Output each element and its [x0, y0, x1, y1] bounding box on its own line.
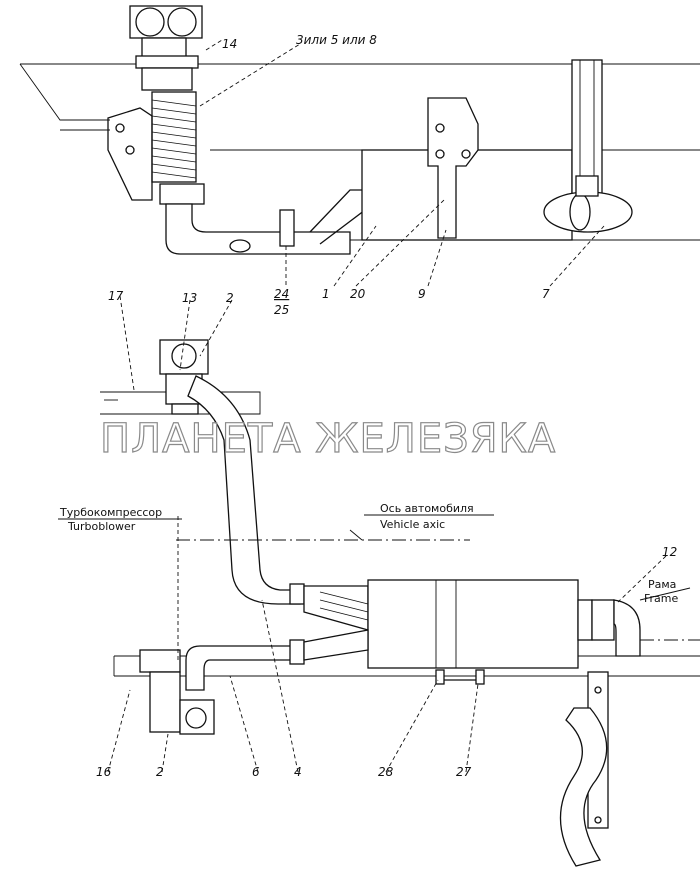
label-2-top: 2: [226, 291, 234, 305]
frame-label-en: Frame: [644, 592, 679, 605]
label-24: 24: [274, 287, 289, 301]
frame-label-ru: Рама: [648, 578, 676, 591]
label-25: 25: [274, 303, 289, 317]
label-4: 4: [294, 765, 302, 779]
label-17: 17: [108, 289, 124, 303]
note-variants: 3или 5 или 8: [296, 33, 377, 47]
label-13: 13: [182, 291, 197, 305]
label-7: 7: [542, 287, 550, 301]
flex-bellows: [151, 91, 197, 183]
bottom-view: [100, 295, 700, 867]
label-28: 28: [378, 765, 394, 779]
label-9: 9: [418, 287, 426, 301]
label-27: 27: [456, 765, 472, 779]
label-2-bottom: 2: [156, 765, 164, 779]
axis-label-en: Vehicle axic: [380, 518, 445, 531]
turbo-bottom: [139, 649, 215, 735]
label-1: 1: [322, 287, 330, 301]
label-6: 6: [252, 765, 260, 779]
turbo-label-ru: Турбокомпрессор: [59, 506, 162, 519]
label-14: 14: [222, 37, 237, 51]
turbo-outlet-top: [159, 339, 209, 415]
label-20: 20: [350, 287, 366, 301]
turbo-label-en: Turboblower: [67, 520, 136, 533]
turbo-flange-top: [129, 5, 203, 91]
label-16: 16: [96, 765, 112, 779]
top-view: [19, 5, 700, 287]
watermark-text: ПЛАНЕТА ЖЕЛЕЗЯКА: [100, 416, 556, 462]
label-12: 12: [662, 545, 677, 559]
axis-label-ru: Ось автомобиля: [380, 502, 474, 515]
muffler-bottom: [367, 579, 579, 669]
